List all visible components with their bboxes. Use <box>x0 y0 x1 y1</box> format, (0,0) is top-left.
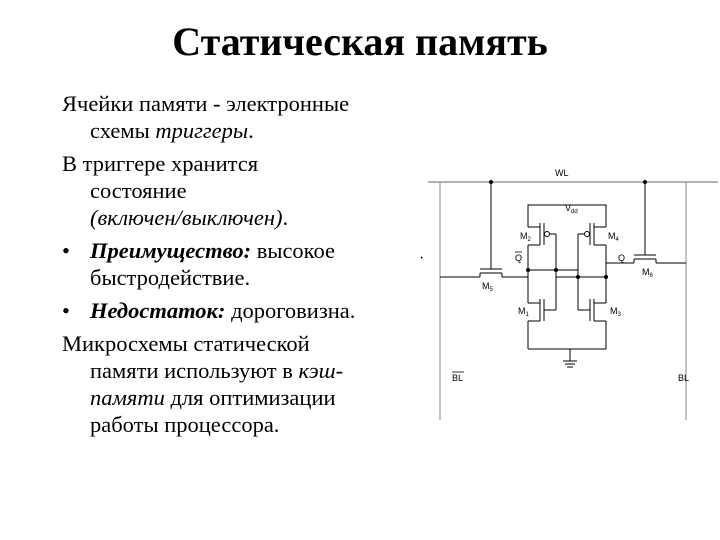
m3-label: M3 <box>610 306 622 318</box>
paragraph-3: Микросхемы статической памяти используют… <box>62 330 432 438</box>
circuit-wires <box>428 181 718 420</box>
text-line: (включен/выключен). <box>62 204 432 231</box>
junction-dots <box>489 180 647 279</box>
text-span: схемы <box>90 118 156 143</box>
sram-cell-diagram: WL Vdd M2 M4 M5 M6 M1 M3 Q Q BL BL <box>428 168 718 420</box>
text-span: для оптимизации <box>164 385 336 410</box>
text-line: В триггере хранится <box>62 151 259 176</box>
bullet-mark: • <box>62 238 70 263</box>
text-line: быстродействие. <box>90 265 251 290</box>
italic-term: (включен/выключен) <box>90 205 283 230</box>
italic-term: кэш- <box>298 358 344 383</box>
stray-dot: · <box>419 250 425 267</box>
text-span: высокое <box>251 238 335 263</box>
text-span: дороговизна. <box>225 298 356 323</box>
bullet-disadvantage: • Недостаток: дороговизна. <box>62 297 432 324</box>
q-label: Q <box>618 253 625 263</box>
paragraph-1: Ячейки памяти - электронные схемы тригге… <box>62 90 432 144</box>
q-bar-label: Q <box>515 253 522 263</box>
vdd-rail <box>527 204 607 217</box>
bullet-mark: • <box>62 298 70 323</box>
slide-title: Статическая память <box>172 19 548 64</box>
slide-body-text: Ячейки памяти - электронные схемы тригге… <box>62 90 432 444</box>
m1-label: M1 <box>518 306 530 318</box>
italic-term: триггеры <box>155 118 249 143</box>
bl-bar-label: BL <box>452 373 463 383</box>
m4-label: M4 <box>608 231 620 243</box>
text-line: памяти используют в кэш- <box>62 357 432 384</box>
paragraph-2: В триггере хранится состояние (включен/в… <box>62 150 432 231</box>
bold-italic-term: Недостаток: <box>90 298 226 323</box>
text-line: Преимущество: высокое <box>90 237 432 264</box>
text-line: Недостаток: дороговизна. <box>90 297 432 324</box>
text-span: . <box>248 118 254 143</box>
text-line: состояние <box>90 178 187 203</box>
text-line: схемы триггеры. <box>62 117 432 144</box>
m5-label: M5 <box>482 281 494 293</box>
m6-label: M6 <box>642 267 654 279</box>
m2-label: M2 <box>520 231 532 243</box>
text-line: Ячейки памяти - электронные <box>62 91 350 116</box>
bold-italic-term: Преимущество: <box>90 238 252 263</box>
italic-term: памяти <box>90 385 165 410</box>
text-span: памяти используют в <box>90 358 299 383</box>
vdd-label: Vdd <box>565 203 578 215</box>
text-line: памяти для оптимизации <box>62 384 432 411</box>
text-span: . <box>282 205 289 230</box>
text-line: работы процессора. <box>90 412 280 437</box>
bl-label: BL <box>678 373 689 383</box>
text-line: Микросхемы статической <box>62 331 310 356</box>
wl-label: WL <box>555 168 569 178</box>
bullet-advantage: • Преимущество: высокое быстродействие. <box>62 237 432 291</box>
